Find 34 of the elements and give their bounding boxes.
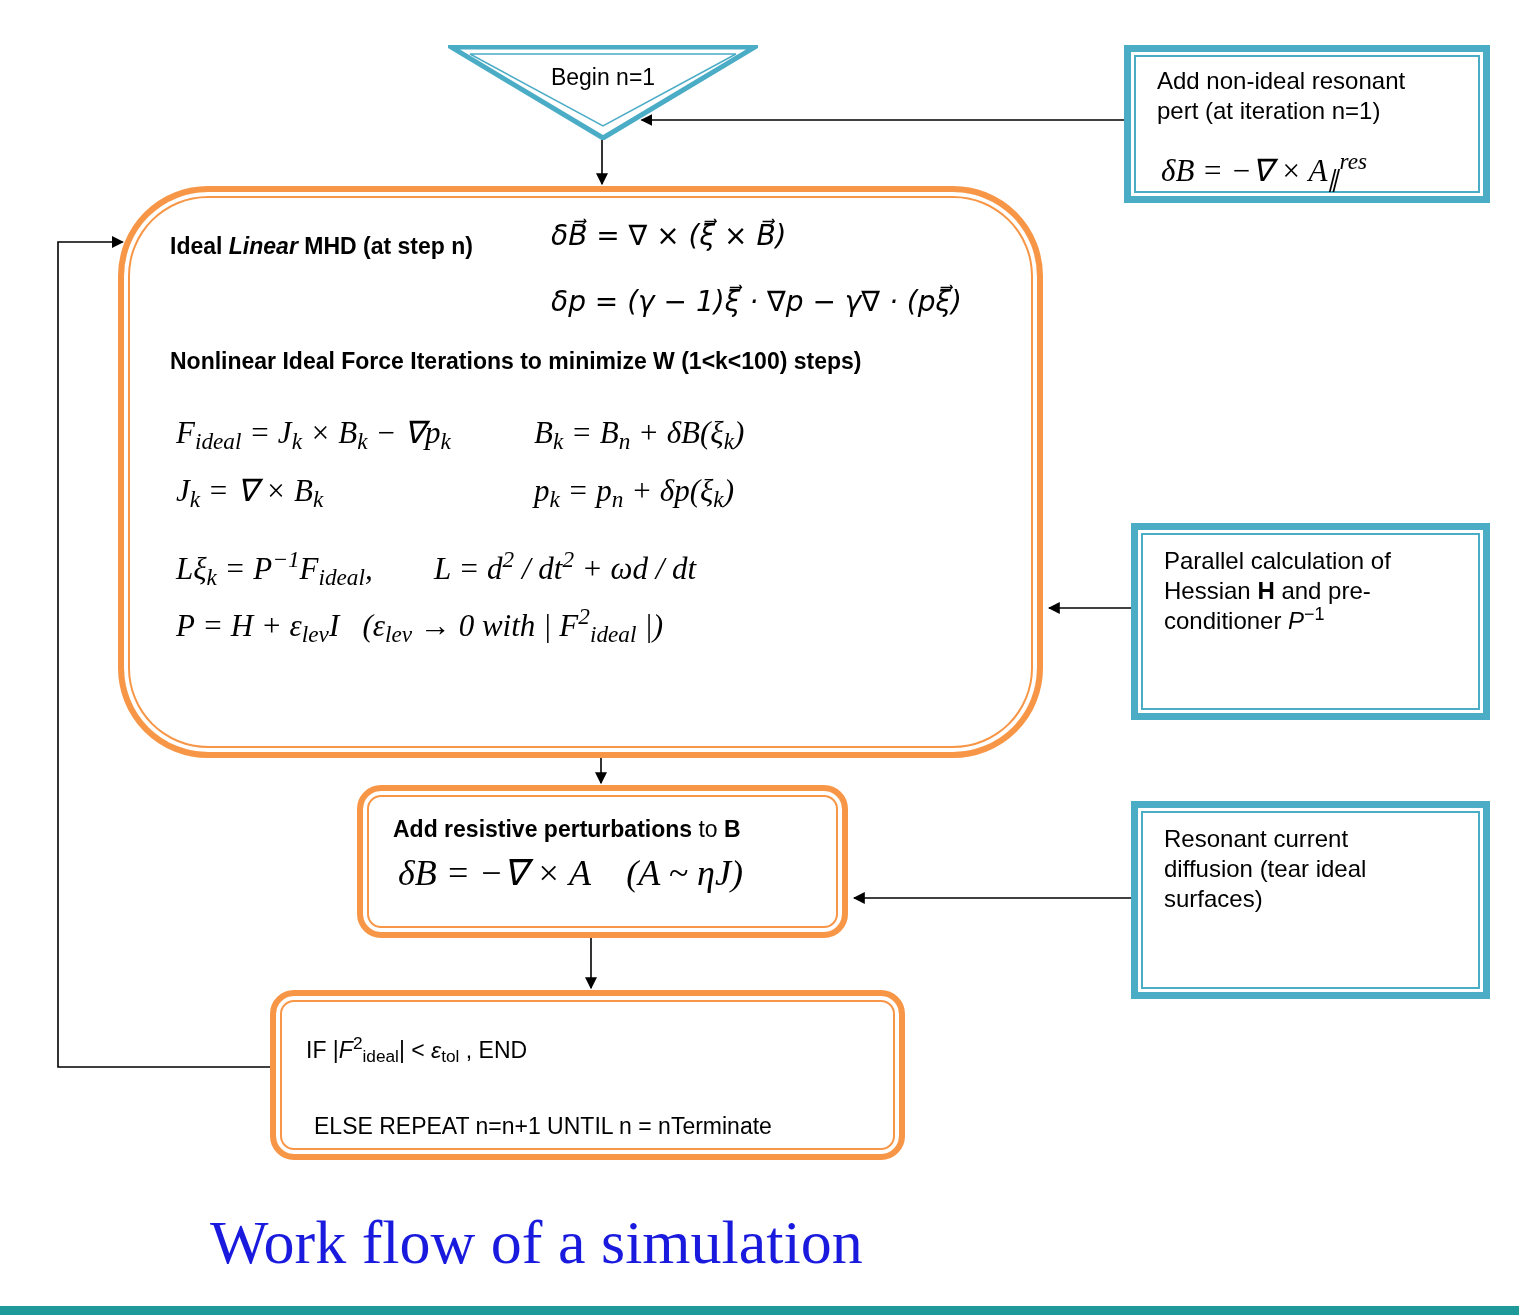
- note-box: [1131, 523, 1490, 720]
- equation: F$_{ideal}$ = J$_{k}$ × B$_{k}$ − ∇p$_{k}$: [176, 414, 451, 453]
- arrow: [585, 937, 597, 990]
- equation: B$_{k}$ = B$_{n}$ + δB(ξ$_{k}$): [534, 414, 745, 453]
- heading-text: Ideal Linear MHD (at step n): [170, 232, 473, 261]
- start-triangle: [448, 45, 758, 140]
- equation: δB = −∇ × A (A ~ ηJ): [398, 852, 743, 895]
- process-box: [357, 785, 848, 938]
- caption: Work flow of a simulation: [210, 1207, 863, 1278]
- arrow: [596, 139, 608, 186]
- arrow: [57, 236, 271, 1068]
- begin-text: Begin n=1: [549, 63, 657, 92]
- note-box: [1124, 45, 1490, 203]
- note-box: [1131, 801, 1490, 999]
- process-box: [270, 990, 905, 1160]
- arrow: [595, 757, 607, 785]
- repeat-text: ELSE REPEAT n=n+1 UNTIL n = nTerminate: [314, 1112, 772, 1141]
- equation: δp = (γ − 1)ξ⃗ · ∇p − γ∇ · (pξ⃗): [551, 284, 962, 319]
- equation: L = d$^{2}$ / dt$^{2}$ + ωd / dt: [434, 550, 697, 588]
- equation: Lξ$_{k}$ = P$^{−1}$F$_{ideal}$,: [176, 550, 373, 589]
- box-text: Resonant current diffusion (tear ideal surfaces): [1164, 824, 1368, 914]
- arrow: [640, 114, 1125, 126]
- arrow: [852, 892, 1132, 904]
- process-box: [118, 186, 1043, 758]
- equation: J$_{k}$ = ∇ × B$_{k}$: [176, 472, 324, 511]
- arrow: [1047, 602, 1132, 614]
- box-text: Parallel calculation of Hessian H and pre-conditioner P$^{−1}$: [1164, 546, 1392, 636]
- box-text: Add non-ideal resonant pert (at iteration n=1): [1157, 66, 1407, 126]
- heading-text: Nonlinear Ideal Force Iterations to minimize W (1<k<100) steps): [170, 347, 862, 376]
- heading-text: Add resistive perturbations to B: [393, 815, 741, 844]
- condition-text: IF |F$^{2}$$_{ideal}$| < ε$_{tol}$ , END: [306, 1036, 528, 1065]
- equation: δB⃗ = ∇ × (ξ⃗ × B⃗): [551, 218, 787, 253]
- equation: P = H + ε$_{lev}$I (ε$_{lev}$ → 0 with | F$^{2}$$_{ideal}$ |): [176, 607, 664, 646]
- equation: p$_{k}$ = p$_{n}$ + δp(ξ$_{k}$): [534, 472, 734, 511]
